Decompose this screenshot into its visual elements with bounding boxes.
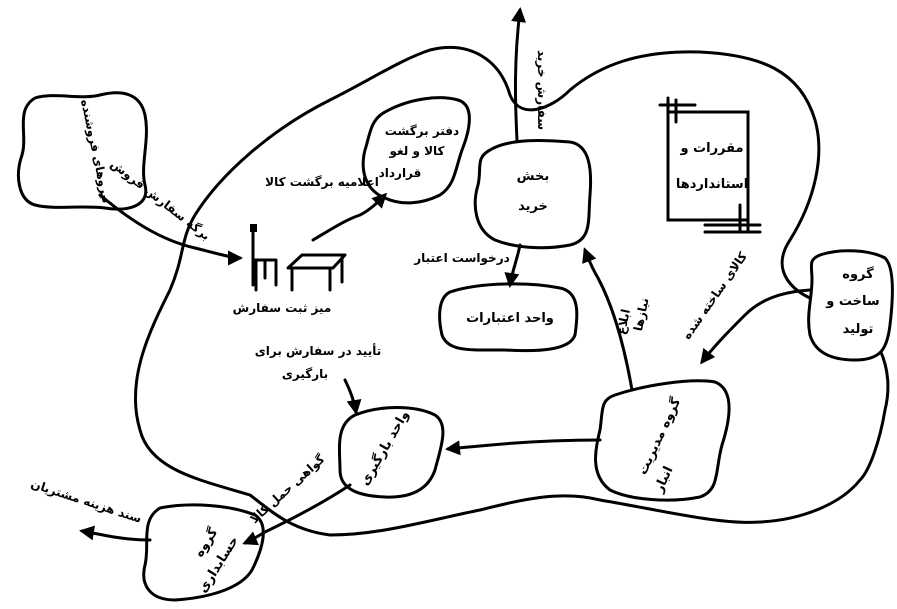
needs-notice-label: ابلاغ نیازها: [613, 293, 652, 343]
loading-confirm-line-1: تأیید در سفارش برای: [255, 343, 381, 358]
standards-line-1: مقررات و: [679, 141, 743, 156]
finished-goods-arrow: [700, 288, 812, 365]
credit-request-label: درخواست اعتبار: [413, 251, 510, 266]
purchasing-node: [473, 138, 593, 250]
credit-unit-node: [438, 282, 579, 353]
production-line-2: ساخت و: [825, 294, 879, 309]
standards-board: مقررات و استانداردها: [658, 96, 762, 234]
shipping-cert-label: گواهی حمل کالا: [247, 452, 328, 527]
standards-paper: [666, 110, 750, 222]
needs-notice-line-1: ابلاغ: [614, 308, 633, 336]
customer-cost-arrow: [79, 525, 152, 542]
loading-confirm-arrow: [343, 378, 362, 415]
loading-unit-node: [337, 406, 445, 499]
paper-clip-bottom: [703, 198, 762, 234]
warehouse-node: [594, 379, 731, 502]
sales-order-arrow: [98, 193, 243, 266]
purchase-order-arrow: [511, 7, 527, 142]
returns-office-node: [361, 96, 471, 205]
credit-request-arrow: [504, 243, 522, 288]
return-notice-label: اعلامیه برگشت کالا: [265, 175, 379, 189]
returns-office-line-2: کالا و لغو: [388, 144, 444, 159]
customer-cost-label: سند هزینه مشتریان: [29, 477, 143, 526]
warehouse-to-loading-arrow: [445, 438, 602, 456]
credit-unit-label: واحد اعتبارات: [466, 311, 554, 326]
loading-confirm-line-2: بارگیری: [282, 367, 328, 381]
purchasing-line-2: خرید: [518, 199, 548, 214]
purchasing-line-1: بخش: [517, 169, 550, 184]
purchase-order-label: سفارش خرید: [535, 50, 549, 130]
production-node: [807, 249, 894, 362]
desk-icon: [286, 253, 347, 292]
sales-force-node: [16, 91, 148, 211]
needs-notice-arrow: [582, 247, 634, 392]
return-notice-arrow: [311, 192, 388, 242]
accounting-node: [142, 503, 265, 602]
standards-line-2: استانداردها: [676, 177, 748, 192]
organization-boundary: [133, 45, 890, 537]
paper-clip-top: [658, 96, 697, 127]
order-desk-label: میز ثبت سفارش: [233, 301, 332, 315]
shipping-cert-arrow: [242, 483, 352, 546]
returns-office-line-1: دفتر برگشت: [385, 124, 459, 138]
chair-icon: [250, 224, 278, 292]
production-line-3: تولید: [843, 322, 874, 337]
needs-notice-line-2: نیازها: [631, 297, 652, 333]
finished-goods-label: کالای ساخته شده: [680, 250, 750, 342]
production-line-1: گروه: [842, 266, 874, 282]
returns-office-line-3: قرارداد: [379, 166, 422, 180]
